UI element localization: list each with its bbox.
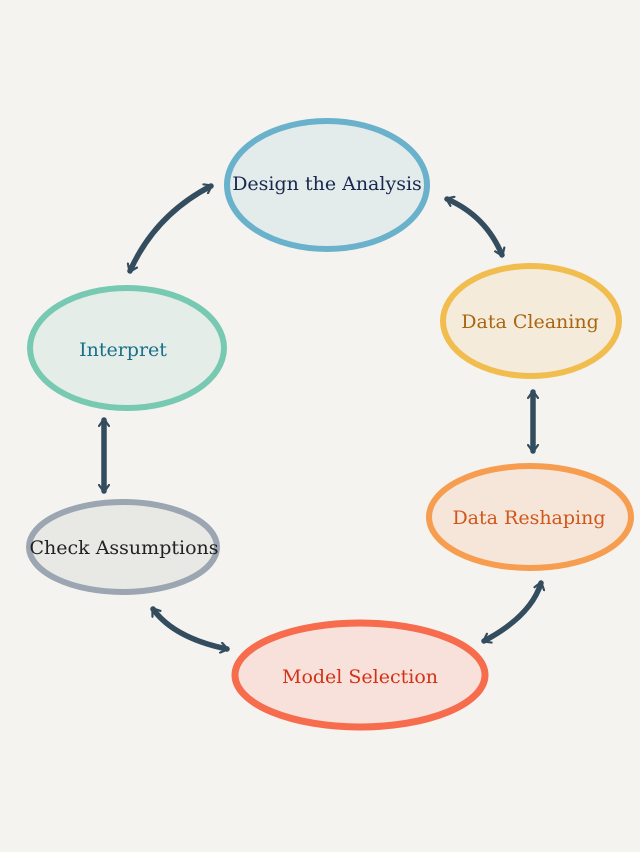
node-label: Data Cleaning bbox=[461, 311, 598, 333]
node-label: Interpret bbox=[79, 339, 167, 361]
node-ellipse bbox=[440, 263, 622, 379]
node-data-cleaning: Data Cleaning bbox=[440, 263, 622, 379]
node-data-reshaping: Data Reshaping bbox=[426, 463, 634, 571]
node-label: Design the Analysis bbox=[232, 173, 422, 195]
node-check-assumptions: Check Assumptions bbox=[26, 499, 220, 595]
node-ellipse bbox=[231, 619, 489, 731]
arrow-group bbox=[104, 186, 541, 649]
node-design-the-analysis: Design the Analysis bbox=[224, 118, 430, 252]
arrow-reshaping-model bbox=[481, 580, 541, 644]
node-ellipse bbox=[27, 285, 227, 411]
node-interpret: Interpret bbox=[27, 285, 227, 411]
node-ellipse bbox=[426, 463, 634, 571]
node-model-selection: Model Selection bbox=[231, 619, 489, 731]
arrow-design-cleaning bbox=[444, 199, 502, 258]
node-label: Data Reshaping bbox=[452, 507, 605, 529]
node-label: Check Assumptions bbox=[30, 537, 219, 559]
arrow-model-check bbox=[150, 606, 230, 649]
node-label: Model Selection bbox=[282, 666, 438, 688]
node-ellipse bbox=[224, 118, 430, 252]
node-ellipse bbox=[26, 499, 220, 595]
arrow-interpret-design bbox=[130, 186, 214, 274]
